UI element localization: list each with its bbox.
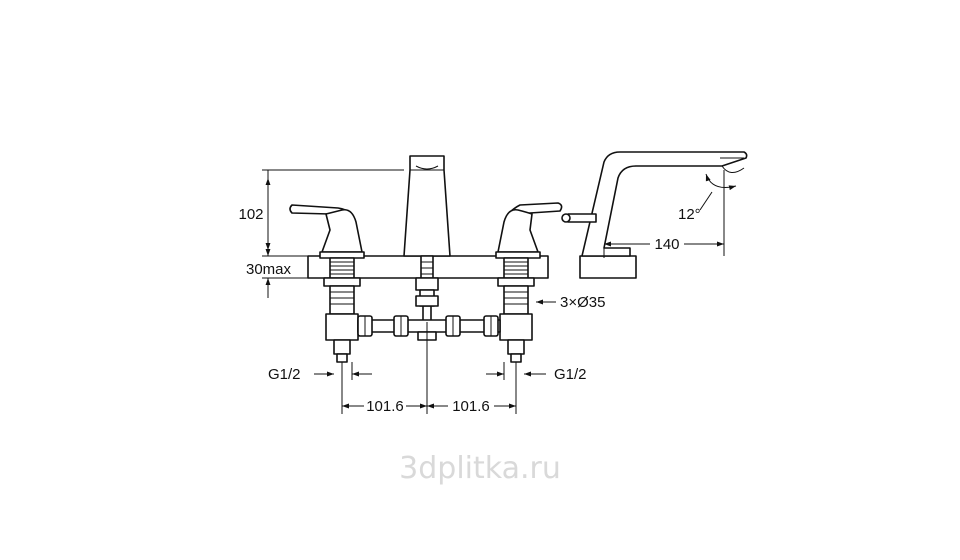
height-label: 102 xyxy=(238,206,263,223)
left-handle-valve xyxy=(289,204,365,363)
thread-left-label: G1/2 xyxy=(268,366,301,383)
deck-section xyxy=(307,255,637,279)
spout-reach-label: 140 xyxy=(654,236,679,253)
deck-thickness-label: 30max xyxy=(246,261,292,278)
connecting-pipes xyxy=(357,315,501,341)
spacing-left-label: 101.6 xyxy=(366,398,404,415)
spacing-right-label: 101.6 xyxy=(452,398,490,415)
dimension-lines xyxy=(262,169,737,414)
hole-diameter-label: 3×Ø35 xyxy=(560,294,605,311)
spout-angle-label: 12° xyxy=(678,206,701,223)
centre-spout xyxy=(403,155,451,323)
right-handle-valve xyxy=(495,202,563,363)
spout-side-view xyxy=(561,151,748,257)
watermark-text: 3dplitka.ru xyxy=(399,451,561,486)
thread-right-label: G1/2 xyxy=(554,366,587,383)
